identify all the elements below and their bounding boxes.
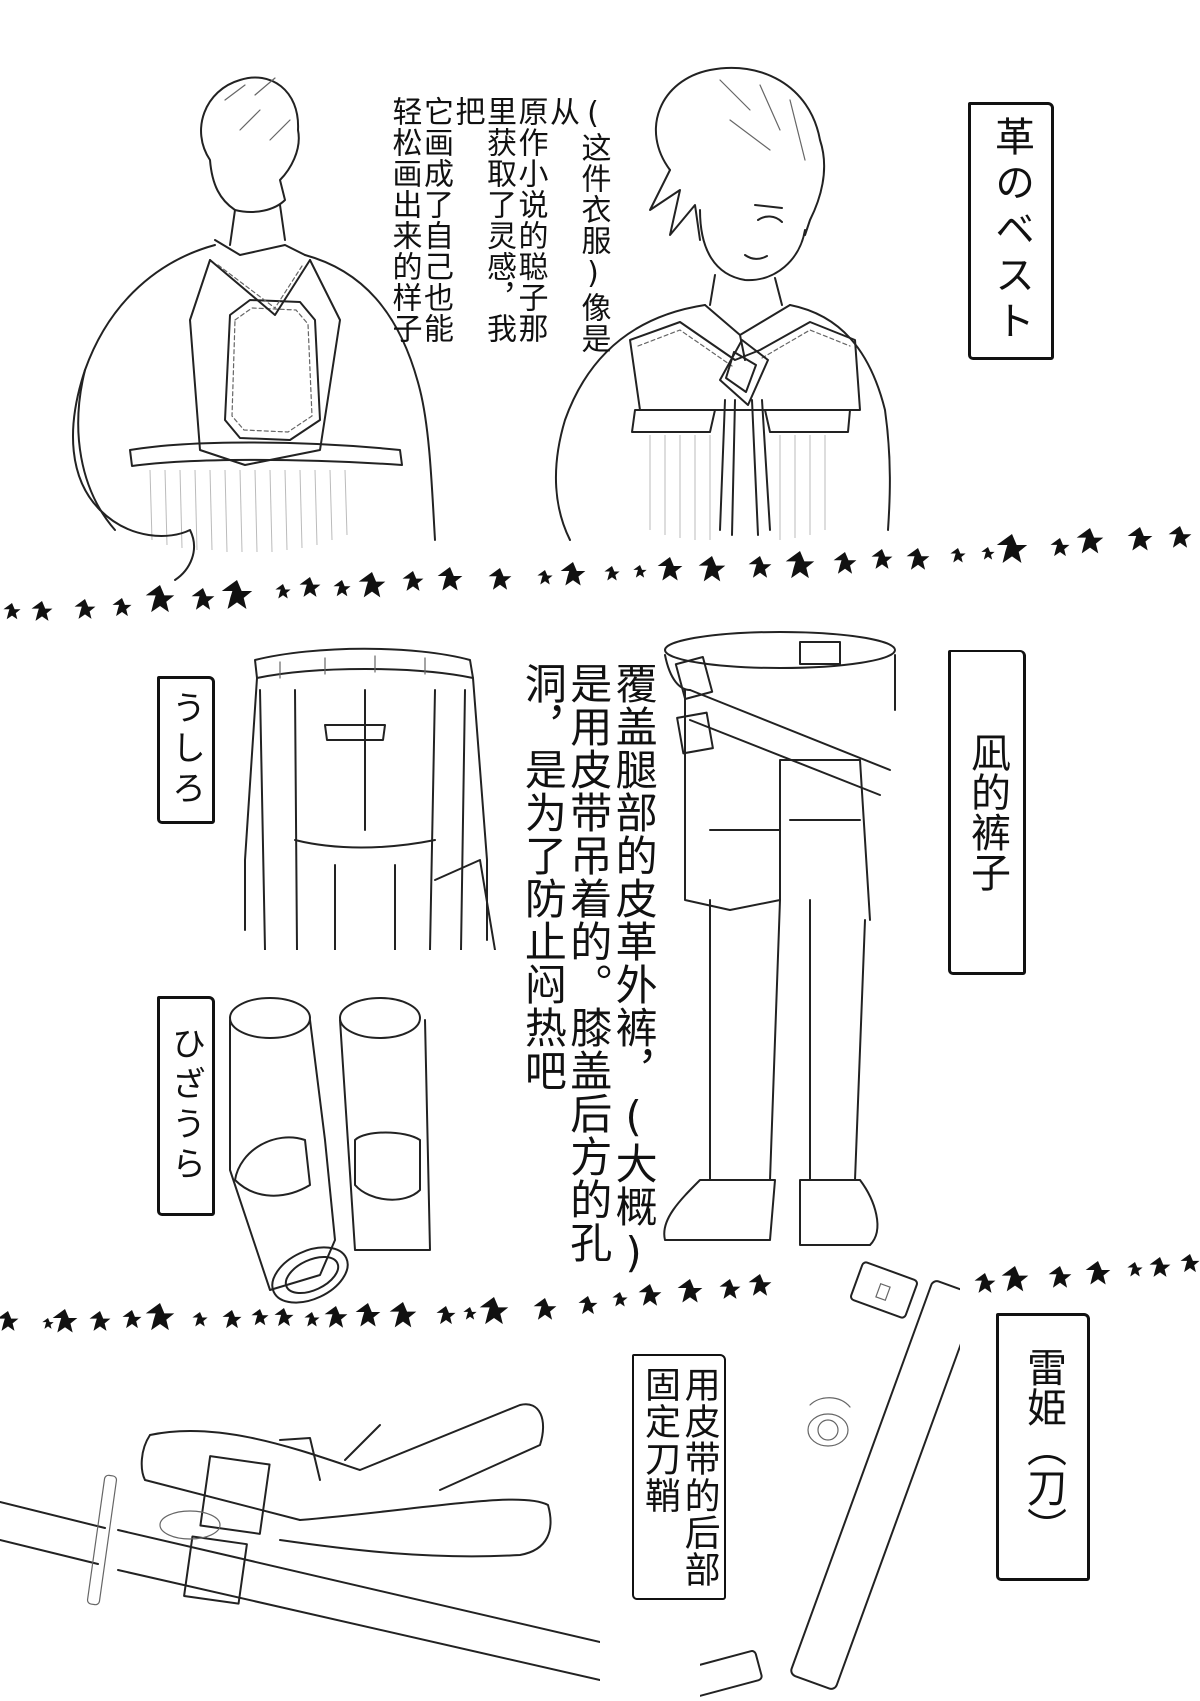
pants-back-view-sketch bbox=[244, 647, 496, 950]
star-icon bbox=[3, 526, 1192, 621]
sword-note-box: 用皮带的后部 固定刀鞘 bbox=[632, 1354, 726, 1600]
sword-note-line: 固定刀鞘 bbox=[639, 1366, 680, 1514]
vest-note-line: 轻松画出来的样子 bbox=[386, 96, 422, 344]
pants-front-view-sketch bbox=[663, 631, 896, 1246]
vest-label-box: 革のベスト bbox=[968, 102, 1054, 360]
pants-note-text: 覆盖腿部的皮革外裤，(大概) 是用皮带吊着的。膝盖后方的孔 洞，是为了防止闷热吧 bbox=[518, 662, 659, 1282]
vest-label: 革のベスト bbox=[988, 116, 1034, 346]
vest-note-line: 原作小说的聪子那 bbox=[512, 96, 548, 344]
pants-note-line: 是用皮带吊着的。膝盖后方的孔 bbox=[563, 662, 613, 1264]
knee-back-label: ひざうら bbox=[165, 1026, 206, 1186]
vest-note-line: (这件衣服)像是从 bbox=[544, 96, 611, 354]
pants-note-line: 洞，是为了防止闷热吧 bbox=[518, 662, 568, 1092]
sword-note-text: 用皮带的后部 固定刀鞘 bbox=[639, 1366, 720, 1588]
sword-belt-sketch bbox=[0, 1403, 600, 1681]
vest-note-line: 里获取了灵感，我把 bbox=[449, 96, 517, 344]
knee-back-label-box: ひざうら bbox=[157, 996, 215, 1216]
pants-note-line: 覆盖腿部的皮革外裤，(大概) bbox=[609, 662, 659, 1278]
back-view-vest-figure bbox=[72, 76, 436, 581]
sword-note-line: 用皮带的后部 bbox=[678, 1366, 720, 1588]
front-view-vest-figure bbox=[554, 66, 891, 541]
vest-note-text: (这件衣服)像是从 原作小说的聪子那 里获取了灵感，我把 它画成了自己也能 轻松… bbox=[386, 96, 611, 356]
back-view-label: うしろ bbox=[165, 690, 206, 810]
sword-label: 雷姫（刀） bbox=[1020, 1347, 1066, 1547]
sheathed-sword-sketch bbox=[700, 1261, 960, 1700]
star-divider-top bbox=[3, 526, 1192, 621]
back-view-label-box: うしろ bbox=[157, 676, 215, 824]
pants-label: 凪的裤子 bbox=[964, 732, 1010, 892]
pants-label-box: 凪的裤子 bbox=[948, 650, 1026, 975]
vest-note-line: 它画成了自己也能 bbox=[418, 96, 453, 344]
sword-label-box: 雷姫（刀） bbox=[996, 1313, 1090, 1581]
knee-guards-sketch bbox=[229, 997, 431, 1304]
